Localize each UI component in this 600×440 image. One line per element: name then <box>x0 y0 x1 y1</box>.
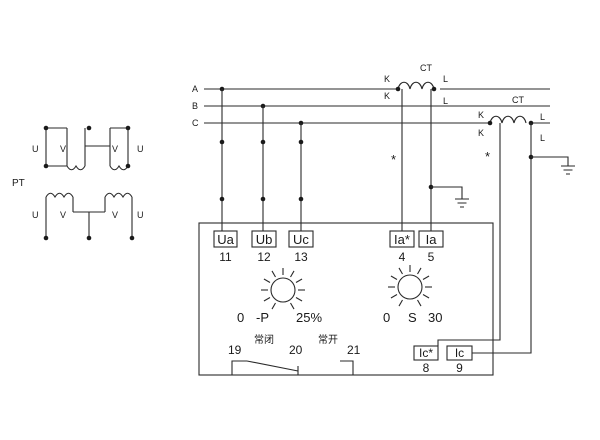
ct-c-k-top: K <box>478 110 484 120</box>
ct-c-label: CT <box>512 95 524 105</box>
terminal-ia-star-label: Ia* <box>394 232 410 247</box>
pt-top-right-u: U <box>137 144 144 154</box>
contact-no-label: 常开 <box>318 333 338 346</box>
dial-time-ray <box>398 299 403 307</box>
ct-c-k-bottom: K <box>478 128 484 138</box>
terminal-ia-star-number: 4 <box>399 250 406 264</box>
dial-time-ray <box>390 275 398 280</box>
phase-a-label: A <box>192 84 198 94</box>
terminal-ub-label: Ub <box>256 232 273 247</box>
ct-a-polarity-mark: * <box>391 152 396 167</box>
terminal-20: 20 <box>289 343 303 357</box>
terminal-ia-label: Ia <box>426 232 438 247</box>
pt-lower-transformers: U V V U <box>32 192 144 241</box>
dial-power-ray <box>290 302 295 310</box>
dial-power-ray <box>271 302 276 310</box>
ct-c-polarity-mark: * <box>485 149 490 164</box>
pt-label: PT <box>12 178 25 189</box>
terminal-ic-star-label: Ic* <box>419 346 433 360</box>
dial-power-min: 0 <box>237 310 244 325</box>
terminal-ic-star-number: 8 <box>423 361 430 375</box>
dial-power-ray <box>263 278 271 283</box>
terminal-uc-label: Uc <box>293 232 309 247</box>
dial-time-ray <box>422 294 430 299</box>
phase-c-label: C <box>192 118 199 128</box>
pt-bottom-right-u: U <box>137 210 144 220</box>
ct-c-l-top: L <box>540 112 545 122</box>
voltage-leads <box>219 89 304 231</box>
phase-lines: A B C <box>192 84 550 128</box>
ct-a-l-bottom: L <box>443 96 448 106</box>
contact-nc-label: 常闭 <box>254 333 274 346</box>
ct-a-k-bottom: K <box>384 91 390 101</box>
output-contacts: 常闭 常开 19 20 21 <box>228 333 361 375</box>
pt-top-left-u: U <box>32 144 39 154</box>
pt-section: PT U V V U U V <box>12 125 144 241</box>
terminal-uc: Uc 13 <box>288 230 314 264</box>
terminal-ic-label: Ic <box>455 346 464 360</box>
dial-power-ray <box>295 278 303 283</box>
ct-a-k-top: K <box>384 74 390 84</box>
terminal-ub: Ub 12 <box>251 230 277 264</box>
pt-bottom-right-v: V <box>112 210 118 220</box>
pt-bottom-left-v: V <box>60 210 66 220</box>
dial-power-ray <box>290 270 295 278</box>
terminal-ic: Ic 9 <box>446 345 473 375</box>
dial-time-ray <box>398 267 403 275</box>
pt-top-left-v: V <box>60 144 66 154</box>
phase-b-label: B <box>192 101 198 111</box>
ct-a-label: CT <box>420 63 432 73</box>
terminal-ia: Ia 5 <box>418 230 444 264</box>
dial-power-ray <box>263 297 271 302</box>
dial-time: 0 S 30 <box>383 265 442 325</box>
dial-time-name: S <box>408 310 417 325</box>
dial-power-max: 25% <box>296 310 322 325</box>
ct-phase-a: CT K K L L * <box>384 63 469 231</box>
terminal-ic-star: Ic* 8 <box>413 345 439 375</box>
relay-body <box>198 222 494 376</box>
dial-time-ray <box>417 299 422 307</box>
dial-power-name: -P <box>256 310 269 325</box>
dial-power-ray <box>271 270 276 278</box>
ct-a-l-top: L <box>443 74 448 84</box>
ct-phase-c: CT K K L L * <box>437 95 575 354</box>
pt-upper-transformers: U V V U <box>32 125 144 171</box>
terminal-ic-number: 9 <box>456 361 463 375</box>
dial-time-max: 30 <box>428 310 442 325</box>
terminal-ua-label: Ua <box>217 232 234 247</box>
terminal-ia-number: 5 <box>428 250 435 264</box>
terminal-21: 21 <box>347 343 361 357</box>
dial-time-ray <box>422 275 430 280</box>
dial-time-ray <box>417 267 422 275</box>
dial-time-ray <box>390 294 398 299</box>
pt-bottom-left-u: U <box>32 210 39 220</box>
terminal-ub-number: 12 <box>257 250 271 264</box>
dial-power: 0 -P 25% <box>237 268 322 325</box>
dial-power-ray <box>295 297 303 302</box>
terminal-19: 19 <box>228 343 242 357</box>
terminal-ua-number: 11 <box>219 250 232 264</box>
terminal-ia-star: Ia* 4 <box>389 230 415 264</box>
terminal-uc-number: 13 <box>294 250 308 264</box>
terminal-ua: Ua 11 <box>213 230 238 264</box>
dial-time-min: 0 <box>383 310 390 325</box>
ct-c-l-bottom: L <box>540 133 545 143</box>
pt-top-right-v: V <box>112 144 118 154</box>
